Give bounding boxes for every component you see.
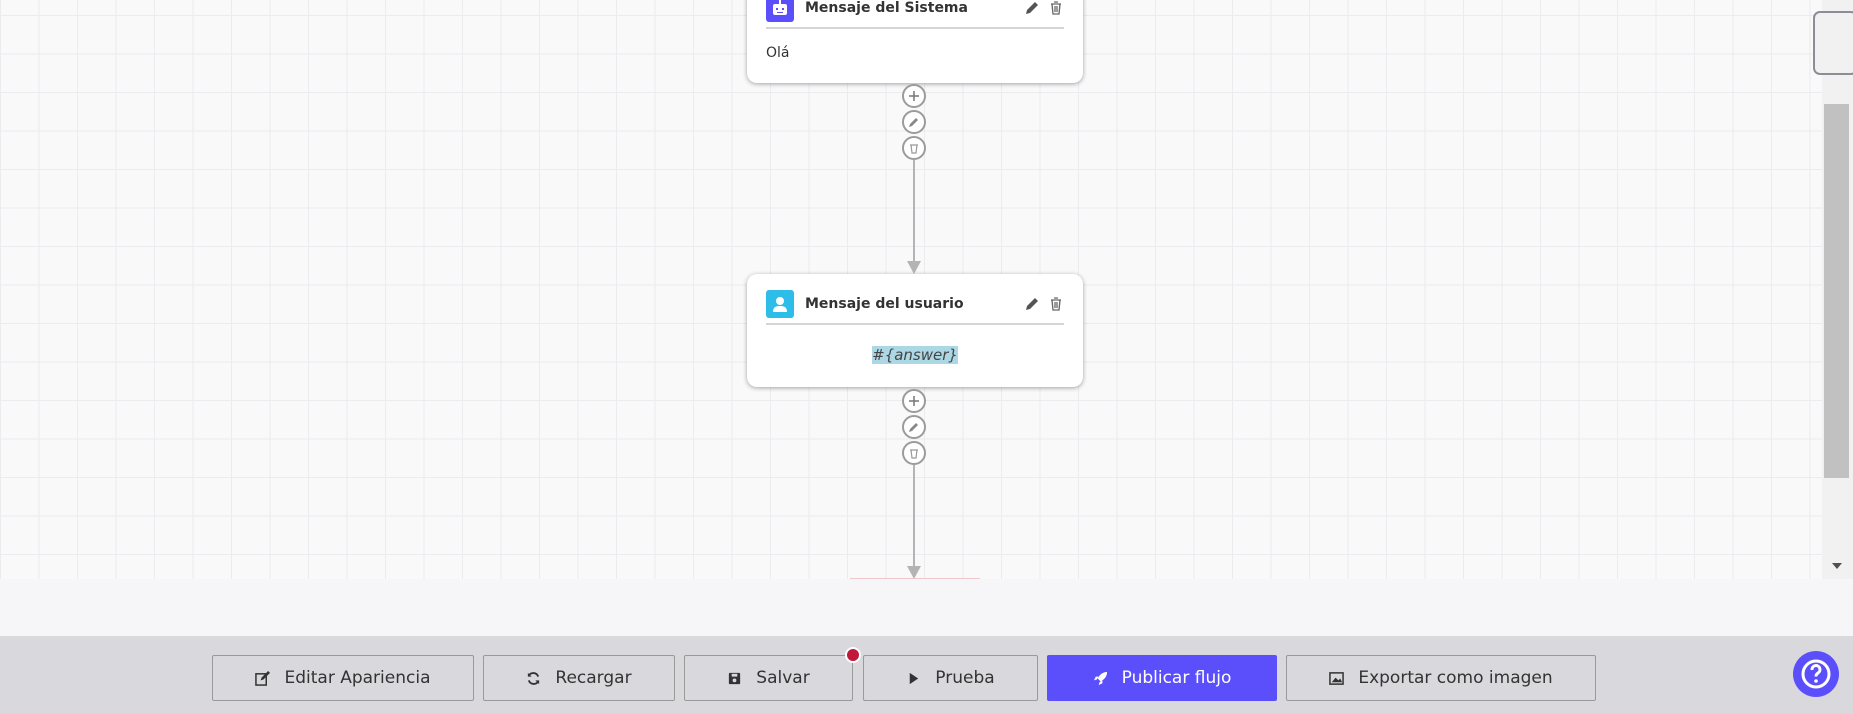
arrow-icon [907,566,921,579]
button-label: Prueba [935,668,995,688]
node-content: Olá [766,45,790,61]
pencil-icon [909,118,918,127]
node-user-message[interactable]: Mensaje del usuario #{answer} [747,274,1083,387]
plus-icon [909,91,919,101]
delete-connection-button[interactable] [902,441,926,465]
test-button[interactable]: Prueba [863,655,1038,701]
play-icon [910,672,919,684]
trash-icon[interactable] [1048,0,1064,16]
minimap-panel[interactable] [1813,11,1853,75]
robot-icon [766,0,794,22]
pencil-icon [909,423,918,432]
scroll-down-arrow-icon[interactable] [1832,563,1842,569]
help-button[interactable] [1793,651,1839,697]
pencil-icon[interactable] [1024,0,1040,16]
button-label: Editar Apariencia [284,668,431,688]
user-icon [766,290,794,318]
next-node-edge [850,578,980,579]
reload-button[interactable]: Recargar [483,655,675,701]
edit-appearance-button[interactable]: Editar Apariencia [212,655,474,701]
node-title: Mensaje del Sistema [805,0,968,16]
edit-icon [255,670,271,686]
flow-canvas[interactable]: Mensaje del Sistema Olá Mensaje del usua… [0,0,1822,579]
vertical-scrollbar[interactable] [1822,0,1853,579]
rocket-icon [1093,671,1107,685]
floppy-disk-icon [729,672,741,684]
delete-connection-button[interactable] [902,136,926,160]
plus-icon [909,396,919,406]
scrollbar-thumb[interactable] [1824,104,1849,478]
node-content: #{answer} [872,346,958,364]
bottom-toolbar: Editar Apariencia Recargar Salvar Prueba… [0,636,1853,714]
pencil-icon[interactable] [1024,296,1040,312]
refresh-icon [528,671,540,685]
trash-icon [910,144,918,154]
button-label: Exportar como imagen [1358,668,1553,688]
edit-connection-button[interactable] [902,415,926,439]
node-system-message[interactable]: Mensaje del Sistema Olá [747,0,1083,83]
publish-flow-button[interactable]: Publicar flujo [1047,655,1277,701]
connector-line [913,160,915,262]
image-icon [1329,671,1345,685]
node-title: Mensaje del usuario [805,296,964,312]
export-image-button[interactable]: Exportar como imagen [1286,655,1596,701]
add-node-button[interactable] [902,84,926,108]
trash-icon [910,449,918,459]
unsaved-changes-indicator [845,647,861,663]
button-label: Publicar flujo [1121,668,1232,688]
button-label: Recargar [555,668,632,688]
arrow-icon [907,261,921,274]
trash-icon[interactable] [1048,296,1064,312]
connector-line [913,465,915,568]
save-button[interactable]: Salvar [684,647,861,701]
add-node-button[interactable] [902,389,926,413]
edit-connection-button[interactable] [902,110,926,134]
question-icon [1801,659,1831,689]
button-label: Salvar [756,668,810,688]
